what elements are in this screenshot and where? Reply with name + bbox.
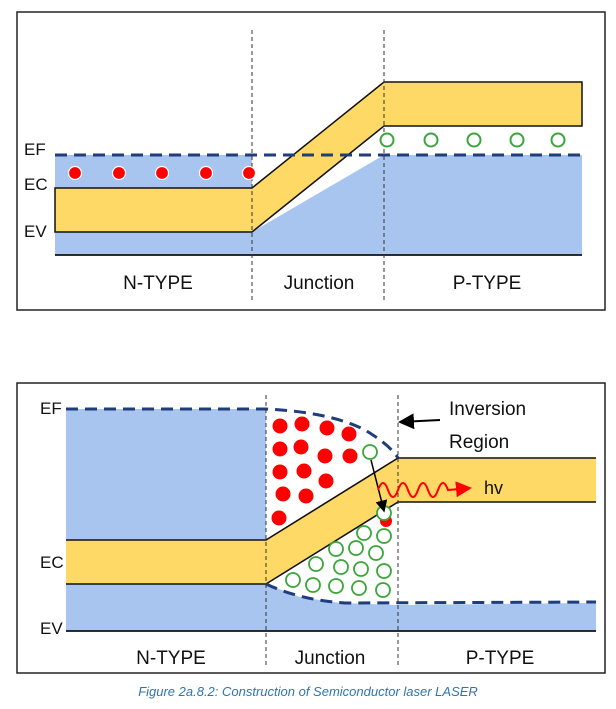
bottom-fermi-level-hole <box>265 582 597 605</box>
electron-dot-icon <box>298 488 314 504</box>
hole-circle-icon <box>351 580 367 596</box>
hole-circle-icon <box>550 132 566 148</box>
hole-circle-icon <box>509 132 525 148</box>
hole-circle-icon <box>328 541 344 557</box>
electron-dot-icon <box>275 486 291 502</box>
hole-circle-icon <box>356 525 372 541</box>
inversion-label-line2: Region <box>449 432 509 453</box>
top-region-n-type: N-TYPE <box>123 273 193 294</box>
top-region-junction: Junction <box>284 273 355 294</box>
hole-circle-icon <box>466 132 482 148</box>
top-ef-label: EF <box>24 140 46 159</box>
electron-dot-icon <box>272 441 288 457</box>
hole-circle-icon <box>285 572 301 588</box>
top-n-valence-blue <box>55 232 252 255</box>
bottom-n-blue <box>66 409 266 631</box>
top-right-blue <box>252 155 582 255</box>
bottom-fermi-level-electron <box>66 407 400 459</box>
electron-dot-icon <box>341 426 357 442</box>
bottom-p-blue <box>266 584 596 631</box>
hole-circle-icon <box>376 528 392 544</box>
electron-dot-icon <box>198 165 214 181</box>
electron-dot-icon <box>319 420 335 436</box>
hole-circle-icon <box>379 132 395 148</box>
bottom-electrons <box>271 416 392 527</box>
bottom-region-n-type: N-TYPE <box>136 648 206 669</box>
hole-circle-icon <box>348 540 364 556</box>
electron-dot-icon <box>294 416 310 432</box>
hole-circle-icon <box>305 577 321 593</box>
hole-circle-icon <box>362 444 378 460</box>
hole-circle-icon <box>328 578 344 594</box>
electron-dot-icon <box>318 473 334 489</box>
hole-circle-icon <box>423 132 439 148</box>
photon-energy-label: hv <box>484 478 503 498</box>
electron-dot-icon <box>111 165 127 181</box>
photon-wave-icon <box>377 481 472 498</box>
top-holes <box>379 132 566 148</box>
bottom-n-band <box>66 540 266 584</box>
bottom-ec-label: EC <box>40 553 64 572</box>
bottom-ef-label: EF <box>40 399 62 418</box>
electron-dot-icon <box>293 439 309 455</box>
top-gap-band <box>54 81 583 233</box>
inversion-pointer-arrow-icon <box>398 413 441 430</box>
electron-dot-icon <box>241 165 257 181</box>
hole-circle-icon <box>333 559 349 575</box>
bottom-band-top-edge <box>66 457 596 541</box>
hole-circle-icon <box>368 545 384 561</box>
top-ev-label: EV <box>24 222 47 241</box>
inversion-label-line1: Inversion <box>449 399 526 420</box>
hole-circle-icon <box>375 582 391 598</box>
electron-dot-icon <box>67 165 83 181</box>
recombination-arrow-icon <box>370 459 388 513</box>
top-region-p-type: P-TYPE <box>453 273 522 294</box>
hole-circle-icon <box>376 563 392 579</box>
electron-dot-icon <box>342 448 358 464</box>
bottom-diagram: EF EC EV Inversion Region hv N-TYPE Junc… <box>16 382 606 674</box>
bottom-region-junction: Junction <box>295 648 366 669</box>
electron-dot-icon <box>271 510 287 526</box>
top-diagram: EF EC EV N-TYPE Junction P-TYPE <box>16 11 606 311</box>
hole-circle-icon <box>353 561 369 577</box>
figure-caption: Figure 2a.8.2: Construction of Semicondu… <box>138 684 478 699</box>
top-electrons <box>67 165 257 181</box>
top-ec-label: EC <box>24 175 48 194</box>
bottom-region-p-type: P-TYPE <box>466 648 535 669</box>
electron-dot-icon <box>154 165 170 181</box>
electron-dot-icon <box>317 448 333 464</box>
electron-dot-icon <box>272 418 288 434</box>
electron-dot-icon <box>296 463 312 479</box>
electron-dot-icon <box>272 464 288 480</box>
bottom-ev-label: EV <box>40 619 63 638</box>
hole-circle-icon <box>308 556 324 572</box>
